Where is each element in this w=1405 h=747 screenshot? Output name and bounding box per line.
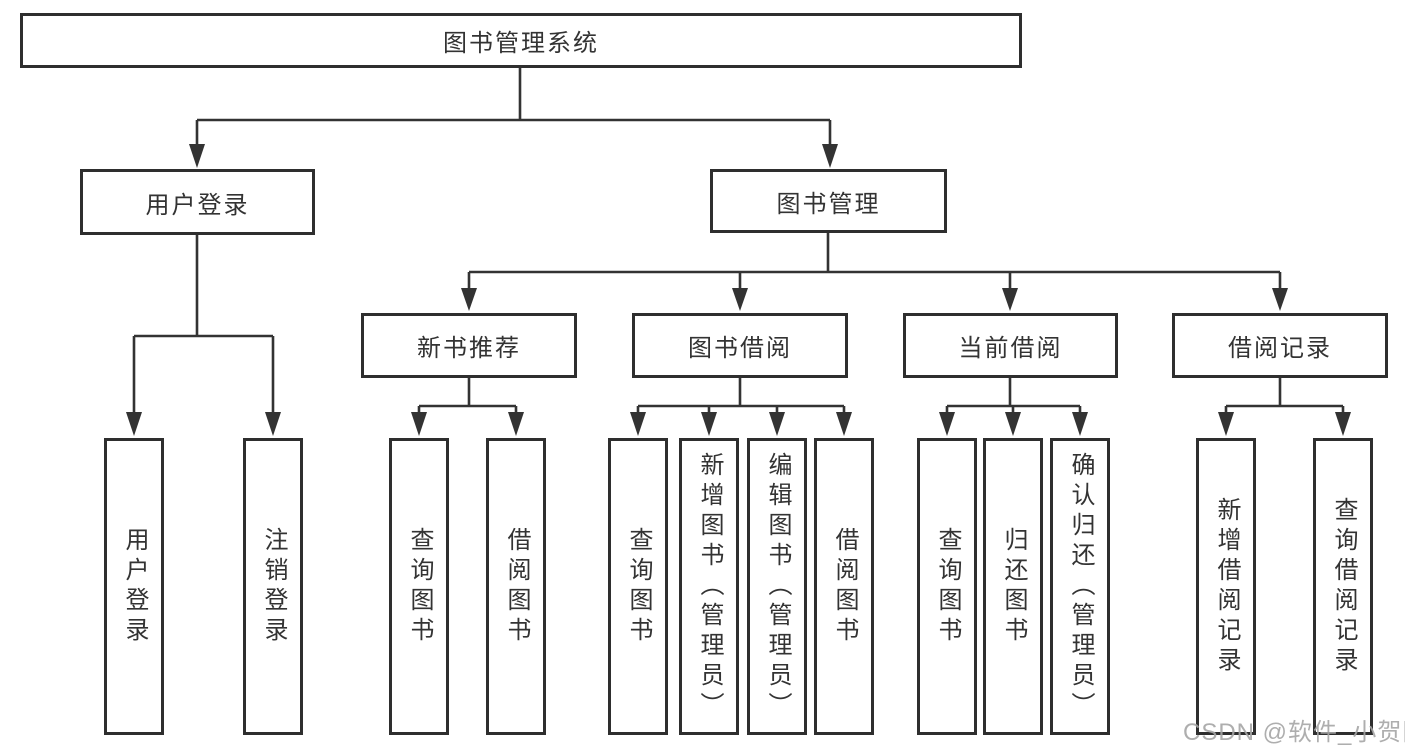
node-book-borrow-label: 图书借阅 bbox=[688, 335, 792, 362]
leaf-add-book-admin-label: 新增图书（管理员） bbox=[696, 451, 723, 722]
leaf-query-borrow-record-label: 查询借阅记录 bbox=[1330, 496, 1357, 677]
leaf-user-login: 用户登录 bbox=[104, 438, 164, 735]
csdn-watermark: CSDN @软件_小贺同学 bbox=[1183, 719, 1405, 746]
leaf-query-books-recommend: 查询图书 bbox=[389, 438, 449, 735]
node-user-login: 用户登录 bbox=[80, 169, 315, 235]
node-root: 图书管理系统 bbox=[20, 13, 1022, 68]
leaf-query-books-borrow: 查询图书 bbox=[608, 438, 668, 735]
leaf-query-books-current: 查询图书 bbox=[917, 438, 977, 735]
node-current-borrow: 当前借阅 bbox=[903, 313, 1118, 378]
leaf-borrow-books-recommend-label: 借阅图书 bbox=[503, 526, 530, 647]
node-book-management-label: 图书管理 bbox=[776, 190, 881, 218]
node-root-label: 图书管理系统 bbox=[443, 30, 599, 57]
node-borrow-record-label: 借阅记录 bbox=[1228, 335, 1332, 362]
leaf-borrow-books-recommend: 借阅图书 bbox=[486, 438, 546, 735]
leaf-query-books-current-label: 查询图书 bbox=[934, 526, 961, 647]
leaf-edit-book-admin-label: 编辑图书（管理员） bbox=[764, 451, 791, 722]
leaf-logout: 注销登录 bbox=[243, 438, 303, 735]
node-new-book-recommend: 新书推荐 bbox=[361, 313, 577, 378]
leaf-add-borrow-record: 新增借阅记录 bbox=[1196, 438, 1256, 735]
leaf-user-login-label: 用户登录 bbox=[121, 526, 148, 647]
leaf-return-book: 归还图书 bbox=[983, 438, 1043, 735]
leaf-confirm-return-admin-label: 确认归还（管理员） bbox=[1067, 451, 1094, 722]
leaf-edit-book-admin: 编辑图书（管理员） bbox=[747, 438, 807, 735]
leaf-add-borrow-record-label: 新增借阅记录 bbox=[1213, 496, 1240, 677]
leaf-borrow-books-label: 借阅图书 bbox=[831, 526, 858, 647]
node-borrow-record: 借阅记录 bbox=[1172, 313, 1388, 378]
node-user-login-label: 用户登录 bbox=[145, 191, 250, 219]
node-book-borrow: 图书借阅 bbox=[632, 313, 848, 378]
leaf-query-borrow-record: 查询借阅记录 bbox=[1313, 438, 1373, 735]
leaf-borrow-books: 借阅图书 bbox=[814, 438, 874, 735]
node-book-management: 图书管理 bbox=[710, 169, 947, 233]
node-new-book-recommend-label: 新书推荐 bbox=[417, 335, 521, 362]
leaf-return-book-label: 归还图书 bbox=[1000, 526, 1027, 647]
leaf-add-book-admin: 新增图书（管理员） bbox=[679, 438, 739, 735]
leaf-query-books-borrow-label: 查询图书 bbox=[625, 526, 652, 647]
node-current-borrow-label: 当前借阅 bbox=[958, 335, 1063, 362]
leaf-confirm-return-admin: 确认归还（管理员） bbox=[1050, 438, 1110, 735]
leaf-query-books-recommend-label: 查询图书 bbox=[406, 526, 433, 647]
leaf-logout-label: 注销登录 bbox=[260, 526, 287, 647]
